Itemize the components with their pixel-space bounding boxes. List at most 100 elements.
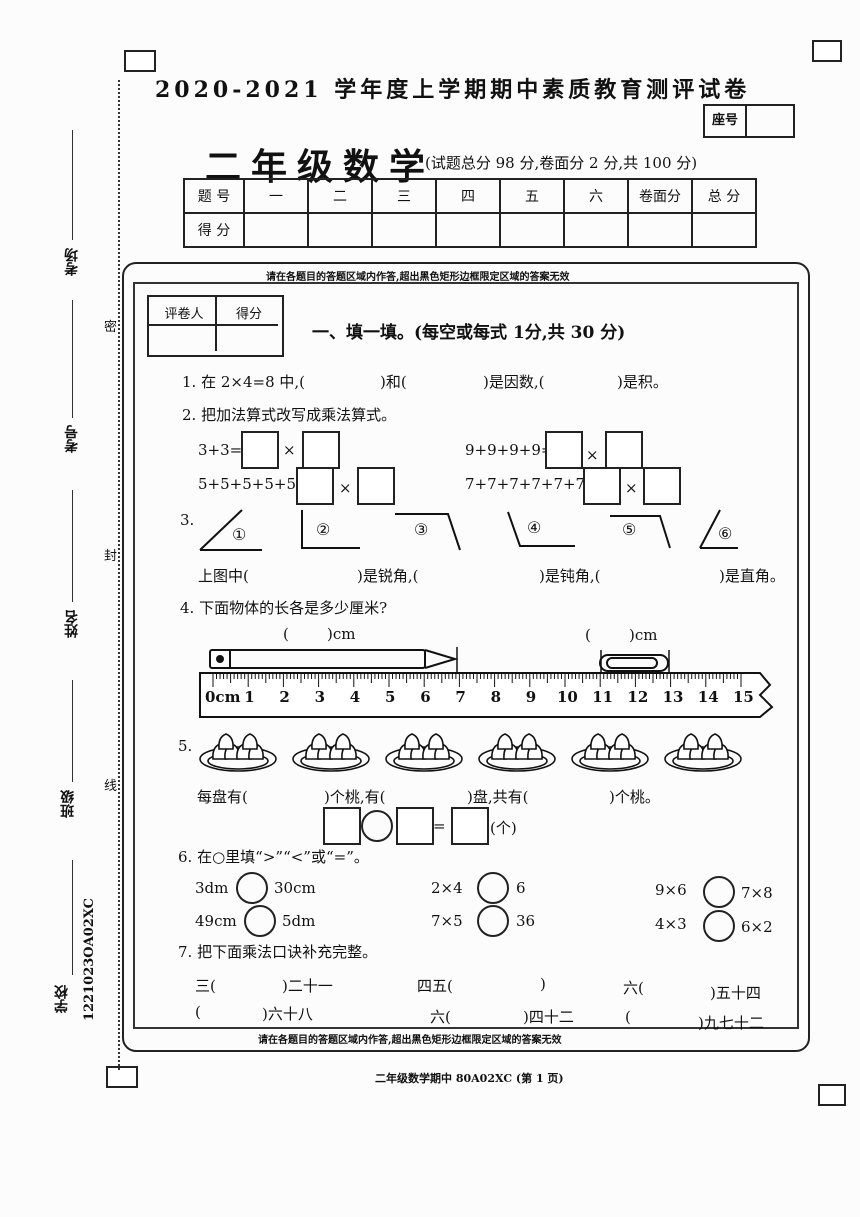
q1-mid2: )是因数,( [483, 373, 545, 391]
q1-end: )是积。 [617, 373, 668, 391]
q4-clip-blank[interactable]: ( )cm [585, 626, 658, 644]
ruler-number: 10 [557, 688, 578, 706]
score-col-header: 总 分 [691, 178, 757, 214]
q6-left: 4×3 [655, 915, 687, 933]
q2-answer-box[interactable] [357, 467, 395, 505]
q7-r1d: ) [540, 975, 546, 993]
q5-operator-circle[interactable] [361, 810, 393, 842]
q6-compare-circle[interactable] [244, 905, 276, 937]
seat-number-box[interactable]: 座号 [703, 104, 795, 138]
seal-mi: 密 [104, 320, 118, 335]
ruler-number: 13 [662, 688, 684, 706]
angle-label-2: ② [316, 520, 331, 539]
ruler-ticks [212, 673, 742, 687]
pencil-icon [209, 649, 459, 669]
q6-left: 49cm [195, 912, 237, 930]
q2-answer-box[interactable] [302, 431, 340, 469]
q2-answer-box[interactable] [643, 467, 681, 505]
angle-figures [199, 509, 738, 551]
peach-plate-icon [199, 733, 277, 772]
score-col-header: 二 [307, 178, 373, 214]
q6-right: 30cm [274, 879, 316, 897]
q2-times: × [586, 446, 599, 464]
score-table: 题 号 一 二 三 四 五 六 卷面分 总 分 得 分 [183, 178, 757, 248]
q6-right: 5dm [282, 912, 316, 930]
q2-expr2: 9+9+9+9= [465, 441, 554, 459]
ruler-number: 7 [455, 688, 466, 706]
q5-equals: = [433, 817, 446, 835]
ruler-number: 4 [349, 688, 361, 706]
angle-label-5: ⑤ [622, 520, 637, 539]
corner-marker [124, 50, 156, 72]
exam-room-underline [72, 130, 73, 240]
q6-compare-circle[interactable] [703, 876, 735, 908]
q7-r2a: ( [195, 1003, 201, 1021]
seat-number-label: 座号 [705, 106, 747, 136]
q6-right: 6 [516, 879, 526, 897]
angle-label-1: ① [232, 525, 247, 544]
score-cell[interactable] [499, 212, 565, 248]
q6-compare-circle[interactable] [477, 872, 509, 904]
q7-r2e: ( [625, 1008, 631, 1026]
q2-answer-box[interactable] [241, 431, 279, 469]
q7-r1b: )二十一 [282, 977, 333, 995]
q3-number: 3. [180, 511, 195, 529]
score-cell[interactable] [371, 212, 437, 248]
q5-text-b: )个桃,有( [324, 788, 386, 806]
q2-answer-box[interactable] [583, 467, 621, 505]
score-col-header: 三 [371, 178, 437, 214]
score-cell[interactable] [243, 212, 309, 248]
angle-3-obtuse [395, 513, 461, 551]
angle-5-acute [610, 515, 671, 549]
q2-expr4: 7+7+7+7+7+7= [465, 475, 598, 493]
ruler-number: 1 [244, 688, 255, 706]
paperclip-icon [599, 654, 669, 672]
corner-marker [106, 1066, 138, 1088]
score-cell[interactable] [563, 212, 629, 248]
grader-box: 评卷人 得分 [147, 295, 284, 357]
score-cell[interactable] [691, 212, 757, 248]
q2-times: × [339, 479, 352, 497]
q6-left: 9×6 [655, 881, 687, 899]
score-cell[interactable] [435, 212, 501, 248]
q3-text-c: )是钝角,( [539, 567, 601, 585]
seal-xian: 线 [104, 779, 118, 794]
q5-answer-box[interactable] [451, 807, 489, 845]
q6-compare-circle[interactable] [477, 905, 509, 937]
q7-r1e: 六( [623, 979, 644, 997]
ruler-body [199, 672, 774, 718]
q5-answer-box[interactable] [323, 807, 361, 845]
q6-left: 2×4 [431, 879, 463, 897]
ruler-number: 2 [279, 688, 290, 706]
q4-pencil-blank[interactable]: ( )cm [283, 625, 356, 643]
ruler-figure [199, 647, 774, 718]
peach-plate-icon [292, 733, 370, 772]
q5-answer-box[interactable] [396, 807, 434, 845]
q7-r1c: 四五( [417, 977, 453, 995]
peach-plate-icon [664, 733, 742, 772]
q6-right: 36 [516, 912, 536, 930]
q2-times: × [283, 441, 296, 459]
ruler-number: 6 [420, 688, 431, 706]
q3-text-a: 上图中( [198, 567, 249, 585]
ruler-number: 12 [627, 688, 649, 706]
angle-2-right [301, 510, 360, 549]
q3-text-d: )是直角。 [719, 567, 785, 585]
q2-answer-box[interactable] [605, 431, 643, 469]
q2-answer-box[interactable] [296, 467, 334, 505]
angle-label-3: ③ [414, 520, 429, 539]
grader-col2: 得分 [235, 307, 262, 322]
score-cell[interactable] [627, 212, 693, 248]
q7-r2b: )六十八 [262, 1005, 313, 1023]
angle-4-obtuse [507, 511, 575, 547]
q6-right: 6×2 [741, 918, 773, 936]
q2-answer-box[interactable] [545, 431, 583, 469]
score-col-header: 五 [499, 178, 565, 214]
exam-number-label: 考号 [64, 425, 80, 453]
q6-compare-circle[interactable] [236, 872, 268, 904]
q6-compare-circle[interactable] [703, 910, 735, 942]
score-cell[interactable] [307, 212, 373, 248]
ruler-number: 3 [314, 688, 326, 706]
score-row-label: 题 号 [183, 178, 245, 214]
q2-times: × [625, 479, 638, 497]
